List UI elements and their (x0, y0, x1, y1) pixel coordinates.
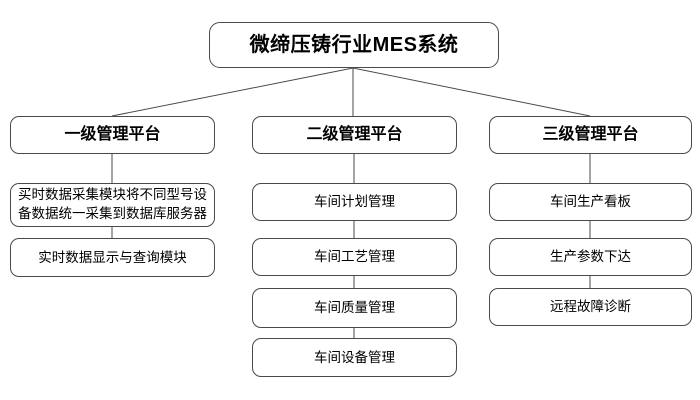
module-node-remote-diagnosis-label: 远程故障诊断 (550, 299, 631, 315)
platform-node-level1: 一级管理平台 (10, 116, 215, 154)
module-node-data-collection-label: 买时数据采集模块将不同型号设备数据统一采集到数据库服务器 (18, 187, 207, 221)
module-node-production-kanban-label: 车间生产看板 (550, 194, 631, 210)
platform-node-level2-label: 二级管理平台 (306, 125, 403, 143)
module-node-data-collection: 买时数据采集模块将不同型号设备数据统一采集到数据库服务器 (10, 183, 215, 227)
platform-node-level2: 二级管理平台 (252, 116, 457, 154)
module-node-workshop-plan-label: 车间计划管理 (314, 194, 395, 210)
module-node-workshop-process-label: 车间工艺管理 (314, 249, 395, 265)
platform-node-level3: 三级管理平台 (489, 116, 692, 154)
root-node-label: 微缔压铸行业MES系统 (249, 34, 459, 56)
module-node-remote-diagnosis: 远程故障诊断 (489, 288, 692, 326)
module-node-data-display-query: 实时数据显示与查询模块 (10, 238, 215, 277)
module-node-production-kanban: 车间生产看板 (489, 183, 692, 221)
module-node-workshop-plan: 车间计划管理 (252, 183, 457, 221)
module-node-parameter-dispatch-label: 生产参数下达 (550, 249, 631, 265)
module-node-data-display-query-label: 实时数据显示与查询模块 (38, 249, 187, 265)
module-node-workshop-equipment-label: 车间设备管理 (314, 349, 395, 365)
root-node: 微缔压铸行业MES系统 (209, 22, 499, 68)
module-node-workshop-quality: 车间质量管理 (252, 288, 457, 328)
connector-root-to-level3 (352, 67, 591, 117)
module-node-workshop-process: 车间工艺管理 (252, 238, 457, 276)
module-node-workshop-quality-label: 车间质量管理 (314, 300, 395, 316)
platform-node-level1-label: 一级管理平台 (64, 125, 161, 143)
module-node-workshop-equipment: 车间设备管理 (252, 338, 457, 377)
connector-root-to-level1 (111, 67, 354, 117)
platform-node-level3-label: 三级管理平台 (542, 125, 639, 143)
module-node-parameter-dispatch: 生产参数下达 (489, 238, 692, 276)
